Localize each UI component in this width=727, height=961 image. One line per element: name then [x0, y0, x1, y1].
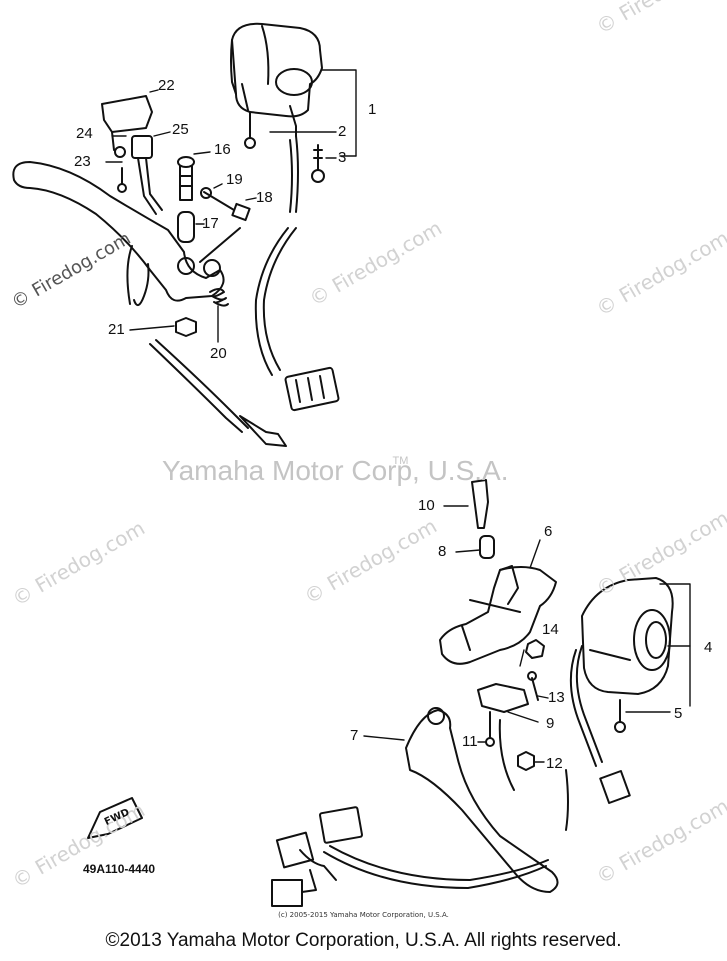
part-number-8: 8 [438, 543, 447, 560]
part-number-12: 12 [546, 755, 563, 772]
part-number-3: 3 [338, 149, 347, 166]
part-number-9: 9 [546, 715, 555, 732]
part-number-10: 10 [418, 497, 435, 514]
part-number-1: 1 [368, 101, 377, 118]
part-number-23: 23 [74, 153, 91, 170]
part-number-16: 16 [214, 141, 231, 158]
part-number-2: 2 [338, 123, 347, 140]
center-watermark: Yamaha Motor Corp, U.S.A.TM [162, 454, 509, 486]
small-copyright: (c) 2005-2015 Yamaha Motor Corporation, … [278, 911, 449, 919]
part-number-5: 5 [674, 705, 683, 722]
part-number-18: 18 [256, 189, 273, 206]
footer-copyright: ©2013 Yamaha Motor Corporation, U.S.A. A… [105, 930, 622, 951]
wire-harness-bottom [271, 769, 569, 907]
switch-housing-top [230, 22, 325, 183]
part-number-17: 17 [202, 215, 219, 232]
diagram-code: 49A110-4440 [83, 862, 156, 876]
part-number-4: 4 [704, 639, 713, 656]
clutch-bracket [439, 479, 557, 771]
fwd-arrow [87, 797, 143, 839]
part-number-25: 25 [172, 121, 189, 138]
bolts-group-top [149, 156, 287, 447]
part-number-14: 14 [542, 621, 559, 638]
part-number-13: 13 [548, 689, 565, 706]
part-number-7: 7 [350, 727, 359, 744]
part-number-19: 19 [226, 171, 243, 188]
brake-lever-top [12, 161, 241, 307]
leader-lines [105, 69, 691, 763]
wire-harness-top [254, 135, 340, 412]
switch-housing-bottom [569, 577, 674, 804]
part-number-20: 20 [210, 345, 227, 362]
part-number-6: 6 [544, 523, 553, 540]
clutch-lever [405, 707, 559, 893]
part-number-24: 24 [76, 125, 93, 142]
brake-switch [101, 95, 163, 215]
part-number-21: 21 [108, 321, 125, 338]
part-number-11: 11 [462, 733, 478, 750]
part-number-22: 22 [158, 77, 175, 94]
